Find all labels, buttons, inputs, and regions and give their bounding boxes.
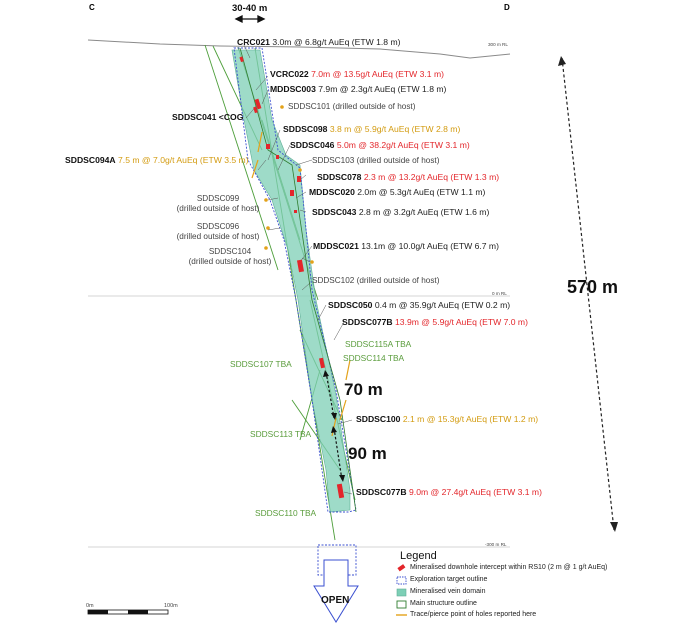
hole-sddsc101-label: SDDSC101 (drilled outside of host) — [288, 102, 416, 111]
main-structure-outline — [239, 47, 357, 513]
mineralised-intercepts — [239, 56, 345, 499]
rl-0-label: 0 m RL — [492, 291, 507, 296]
width-label: 30-40 m — [232, 3, 268, 14]
topography-line — [87, 39, 511, 59]
tba-hole-label: SDDSC110 TBA — [255, 508, 317, 518]
gap-upper-label: 70 m — [344, 380, 383, 399]
gap-lower-label: 90 m — [348, 444, 387, 463]
intercept-label: SDDSC077B 13.9m @ 5.9g/t AuEq (ETW 7.0 m… — [342, 317, 528, 327]
intercept-label: SDDSC046 5.0m @ 38.2g/t AuEq (ETW 3.1 m) — [290, 140, 470, 150]
rl-minus300-label: -300 m RL — [485, 542, 507, 547]
scale-bar-end: 100m — [164, 603, 178, 609]
intercept-label: SDDSC043 2.8 m @ 3.2g/t AuEq (ETW 1.6 m) — [312, 207, 490, 217]
pierce-points — [251, 105, 351, 437]
legend-title: Legend — [400, 550, 437, 562]
gap-arrowheads — [323, 370, 345, 482]
intercept-label: SDDSC077B 9.0m @ 27.4g/t AuEq (ETW 3.1 m… — [356, 487, 542, 497]
target-extension-outline — [317, 544, 357, 576]
legend-item: Exploration target outline — [410, 576, 488, 583]
section-label-left: C — [89, 3, 95, 12]
tba-hole-label: SDDSC114 TBA — [343, 353, 405, 363]
hole-sddsc041-label: SDDSC041 <COG — [172, 112, 244, 122]
leader-lines — [243, 44, 353, 495]
hole-sddsc102-label: SDDSC102 (drilled outside of host) — [312, 276, 440, 285]
section-label-right: D — [504, 3, 510, 12]
intercept-label: SDDSC098 3.8 m @ 5.9g/t AuEq (ETW 2.8 m) — [283, 124, 461, 134]
scale-bar-start: 0m — [86, 603, 94, 609]
intercept-label: SDDSC100 2.1 m @ 15.3g/t AuEq (ETW 1.2 m… — [356, 414, 539, 424]
open-label: OPEN — [321, 595, 350, 606]
legend-item: Mineralised downhole intercept within RS… — [410, 564, 608, 571]
intercept-label: MDDSC021 13.1m @ 10.0g/t AuEq (ETW 6.7 m… — [313, 241, 499, 251]
legend-item: Mineralised vein domain — [410, 588, 486, 595]
open-arrow — [313, 559, 359, 623]
rl-300-label: 300 m RL — [488, 42, 508, 47]
legend-item: Trace/pierce point of holes reported her… — [410, 611, 537, 618]
hole-sddsc096-label: SDDSC096(drilled outside of host) — [176, 222, 260, 241]
intercept-label: SDDSC050 0.4 m @ 35.9g/t AuEq (ETW 0.2 m… — [328, 300, 511, 310]
hole-sddsc103-label: SDDSC103 (drilled outside of host) — [312, 156, 440, 165]
total-depth-arrow — [558, 56, 618, 532]
tba-hole-label: SDDSC115A TBA — [345, 339, 412, 349]
width-arrow — [234, 14, 266, 24]
intercept-label: SDDSC094A 7.5 m @ 7.0g/t AuEq (ETW 3.5 m… — [65, 155, 249, 165]
hole-sddsc099-label: SDDSC099(drilled outside of host) — [176, 194, 260, 213]
tba-hole-label: SDDSC107 TBA — [230, 359, 292, 369]
intercept-label: MDDSC020 2.0m @ 5.3g/t AuEq (ETW 1.1 m) — [309, 187, 486, 197]
tba-hole-label: SDDSC113 TBA — [250, 429, 312, 439]
gap-arrows — [325, 371, 343, 481]
intercept-label: MDDSC003 7.9m @ 2.3g/t AuEq (ETW 1.8 m) — [270, 84, 447, 94]
intercept-label: VCRC022 7.0m @ 13.5g/t AuEq (ETW 3.1 m) — [270, 69, 444, 79]
scale-bar-graphic — [87, 609, 169, 615]
legend-symbols — [396, 564, 407, 616]
legend-item: Main structure outline — [410, 600, 477, 607]
intercept-label: SDDSC078 2.3 m @ 13.2g/t AuEq (ETW 1.3 m… — [317, 172, 500, 182]
total-depth-label: 570 m — [567, 277, 619, 297]
exploration-target-outline — [233, 47, 357, 513]
intercept-label: CRC021 3.0m @ 6.8g/t AuEq (ETW 1.8 m) — [237, 37, 401, 47]
hole-sddsc104-label: SDDSC104(drilled outside of host) — [188, 247, 272, 266]
